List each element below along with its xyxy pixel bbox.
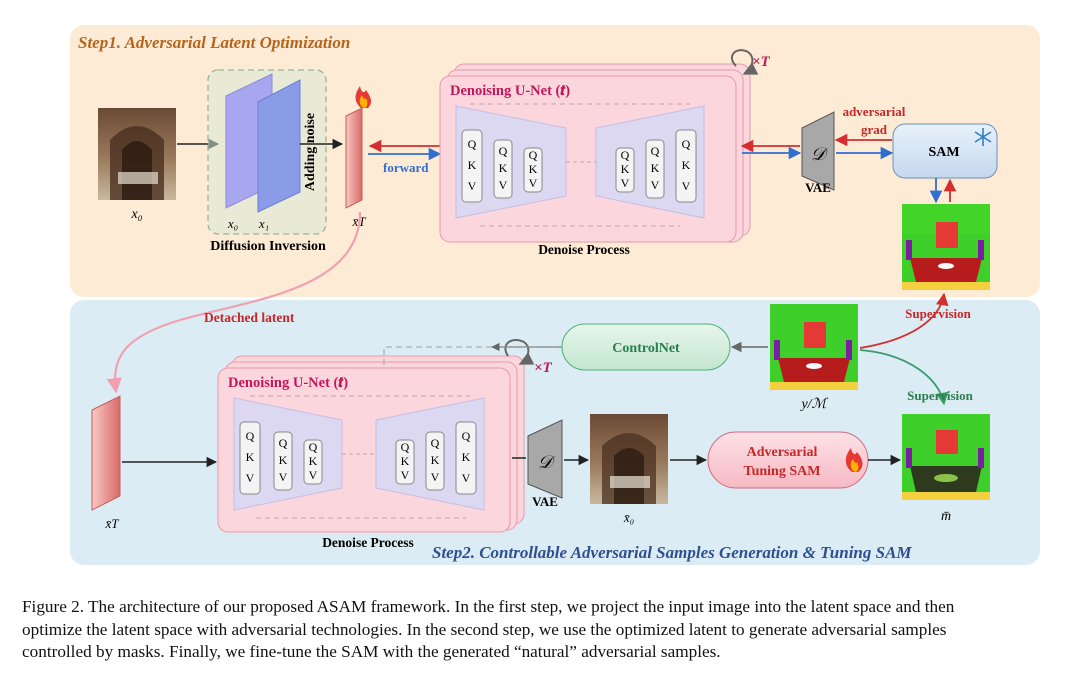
svg-text:Q: Q (279, 436, 288, 450)
step1-title: Step1. Adversarial Latent Optimization (78, 33, 350, 52)
mask-label: y/ℳ (799, 397, 828, 412)
svg-text:K: K (499, 161, 508, 175)
svg-text:V: V (279, 470, 288, 484)
xT-label-step2: x̄T (105, 516, 120, 531)
flame-icon (355, 86, 372, 108)
svg-text:V: V (431, 470, 440, 484)
qkv-q: Q (468, 137, 477, 151)
svg-text:K: K (462, 450, 471, 464)
svg-text:V: V (682, 179, 691, 193)
m-bar-label: m̄ (941, 509, 951, 524)
inv-x1-label: x₁ (258, 216, 269, 231)
svg-text:Q: Q (246, 429, 255, 443)
svg-text:K: K (529, 162, 538, 176)
detached-latent-label: Detached latent (204, 310, 295, 325)
svg-text:V: V (309, 468, 318, 482)
predicted-mask-step1 (902, 204, 990, 290)
step2-title: Step2. Controllable Adversarial Samples … (432, 543, 912, 562)
unet-title-step2: Denoising U-Net (𝒕) (228, 375, 348, 391)
svg-text:Q: Q (499, 144, 508, 158)
denoise-process-step2: Denoise Process (322, 535, 414, 550)
condition-mask (770, 304, 858, 390)
unet-title-step1: Denoising U-Net (𝒕) (450, 83, 570, 99)
grad-label: grad (861, 122, 888, 137)
repeat-label-step1: ×T (752, 54, 771, 70)
svg-text:V: V (246, 471, 255, 485)
decoder-symbol-step1: 𝒟 (811, 144, 829, 164)
denoise-process-step1: Denoise Process (538, 242, 630, 257)
forward-label: forward (383, 160, 429, 175)
controlnet-label: ControlNet (612, 341, 680, 356)
diffusion-inversion-label: Diffusion Inversion (210, 239, 326, 254)
supervision-red-arrow (859, 292, 949, 349)
snowflake-icon (974, 128, 992, 146)
svg-text:K: K (621, 162, 630, 176)
vae-decoder-step1 (801, 111, 835, 191)
sam-label: SAM (928, 145, 959, 160)
svg-text:Q: Q (621, 148, 630, 162)
generated-adversarial-photo (590, 414, 668, 504)
adversarial-tuning-sam-box (707, 431, 869, 489)
svg-text:V: V (462, 471, 471, 485)
qkv-k: K (468, 158, 477, 172)
controlnet-to-unet-dashed (383, 346, 562, 368)
adversarial-label: adversarial (843, 104, 906, 119)
unet-step2: Q K V Q K V Q K V Q K V Q K V Q K V (217, 355, 525, 533)
figure-caption: Figure 2. The architecture of our propos… (22, 596, 1080, 664)
latent-xT-slab (345, 107, 363, 209)
caption-line-3: controlled by masks. Finally, we fine-tu… (22, 642, 721, 661)
svg-text:Q: Q (651, 144, 660, 158)
repeat-label-step2: ×T (534, 360, 553, 376)
svg-text:Q: Q (401, 440, 410, 454)
x0-label: x₀ (130, 207, 142, 222)
svg-text:Q: Q (431, 436, 440, 450)
flame-icon-tuning (845, 448, 863, 472)
inv-x0-label: x₀ (227, 216, 238, 231)
vae-decoder-step2 (527, 419, 563, 499)
svg-text:K: K (246, 450, 255, 464)
svg-text:Q: Q (309, 440, 318, 454)
caption-line-2: optimize the latent space with adversari… (22, 619, 947, 639)
svg-text:V: V (499, 178, 508, 192)
svg-text:Q: Q (529, 148, 538, 162)
supervision-green-arrow (859, 349, 949, 406)
adding-noise-label: Adding noise (303, 113, 318, 191)
detached-latent-path (106, 211, 362, 394)
vae-label-step1: VAE (805, 180, 831, 195)
supervision-label-green: Supervision (907, 388, 974, 403)
decoder-symbol-step2: 𝒟 (538, 452, 556, 472)
adv-tuning-line2: Tuning SAM (744, 464, 821, 479)
svg-text:K: K (431, 453, 440, 467)
output-mask (902, 414, 990, 500)
sam-box (892, 123, 998, 179)
vae-label-step2: VAE (532, 494, 558, 509)
svg-text:V: V (401, 468, 410, 482)
qkv-v: V (468, 179, 477, 193)
caption-line-1: Figure 2. The architecture of our propos… (22, 597, 955, 616)
input-photo (98, 108, 176, 200)
svg-text:Q: Q (682, 137, 691, 151)
svg-text:K: K (682, 158, 691, 172)
svg-text:K: K (279, 453, 288, 467)
svg-text:K: K (401, 454, 410, 468)
figure-diagram: Step1. Adversarial Latent Optimization S… (70, 25, 1040, 565)
latent-x1-slab (257, 79, 301, 213)
svg-text:V: V (621, 176, 630, 190)
svg-text:Q: Q (462, 429, 471, 443)
loop-arrow-step1 (730, 49, 759, 75)
svg-text:K: K (651, 161, 660, 175)
svg-text:K: K (309, 454, 318, 468)
adv-tuning-line1: Adversarial (747, 445, 818, 460)
svg-text:V: V (529, 176, 538, 190)
svg-text:V: V (651, 178, 660, 192)
supervision-label-red: Supervision (905, 306, 972, 321)
latent-xT-slab-step2 (91, 395, 121, 511)
x0-bar-label: x̄₀ (623, 510, 634, 525)
unet-step1: Q K V Q K V Q K V Q K V Q K V Q K V (439, 63, 751, 243)
